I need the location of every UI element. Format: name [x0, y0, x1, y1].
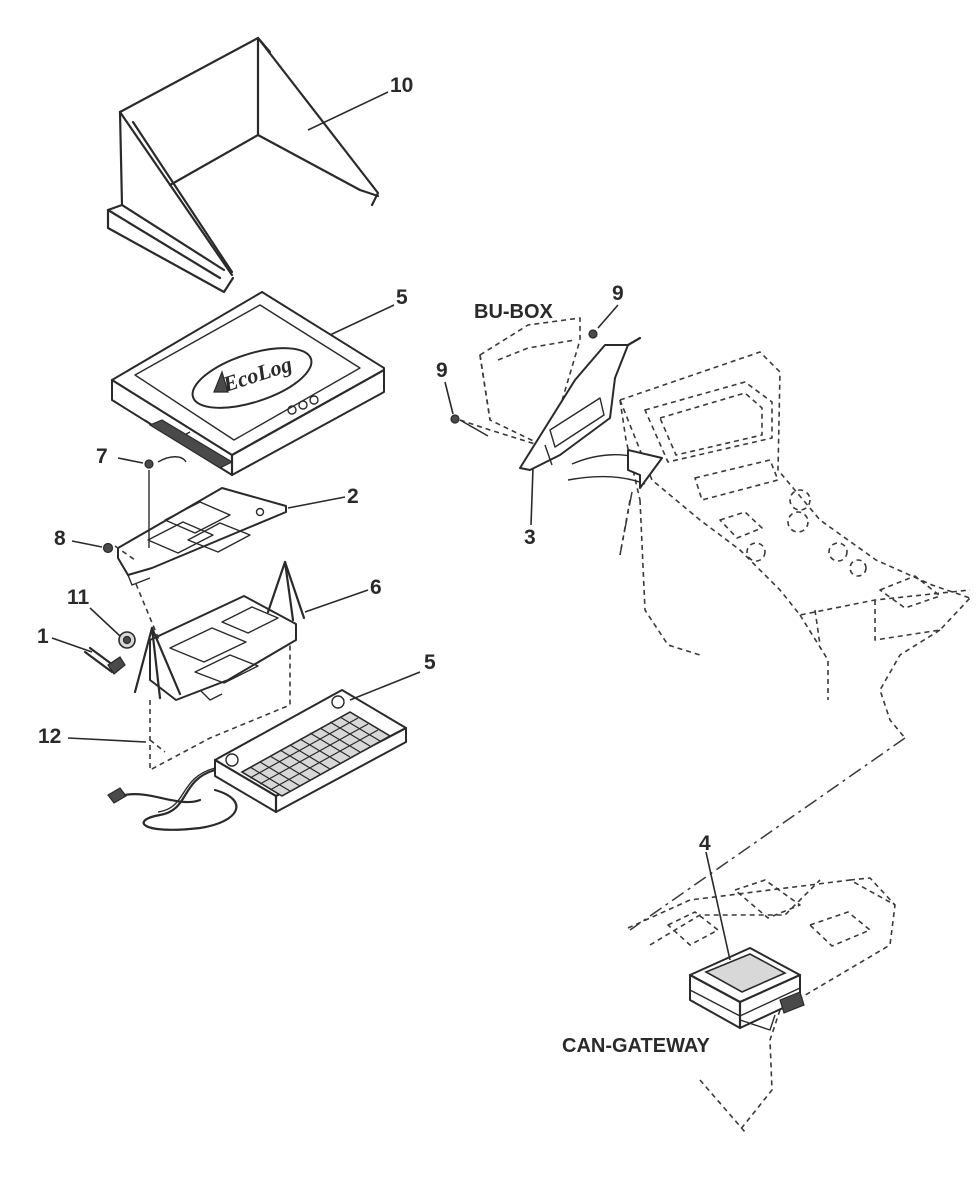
bu-box-bracket: [450, 317, 642, 471]
callout-3: 3: [524, 526, 536, 549]
screw: [144, 459, 154, 469]
bolt: [83, 646, 126, 675]
callout-1: 1: [37, 625, 49, 648]
can-gateway-label: CAN-GATEWAY: [562, 1035, 710, 1057]
can-gateway-module: [688, 947, 805, 1031]
lower-cab-outline: [627, 877, 896, 1133]
mounting-plate: [117, 487, 287, 586]
callout-10: 10: [390, 74, 413, 97]
connection-line: [629, 737, 906, 931]
callout-9-left: 9: [436, 359, 448, 382]
sun-shield-hood: [106, 36, 380, 294]
callout-4: 4: [699, 832, 711, 855]
callout-11: 11: [67, 586, 90, 609]
callout-7: 7: [96, 445, 108, 468]
callout-12: 12: [38, 725, 61, 748]
adjustment-knob: [118, 631, 136, 649]
bu-box-label: BU-BOX: [474, 301, 554, 323]
leader-lines: [51, 91, 731, 961]
callout-8: 8: [54, 527, 66, 550]
keyboard: [107, 689, 408, 831]
callout-5-keyboard: 5: [424, 651, 436, 674]
nut: [102, 542, 114, 554]
dashboard-controls: [719, 489, 941, 609]
ecolog-computer-unit: EcoLog: [110, 291, 386, 477]
callout-6: 6: [370, 576, 382, 599]
dashboard-outline: [619, 351, 971, 739]
mounting-bracket: [133, 560, 306, 701]
assembly-outline: [149, 645, 291, 771]
callout-9-right: 9: [612, 282, 624, 305]
callout-2: 2: [347, 485, 359, 508]
callout-5-computer: 5: [396, 286, 408, 309]
